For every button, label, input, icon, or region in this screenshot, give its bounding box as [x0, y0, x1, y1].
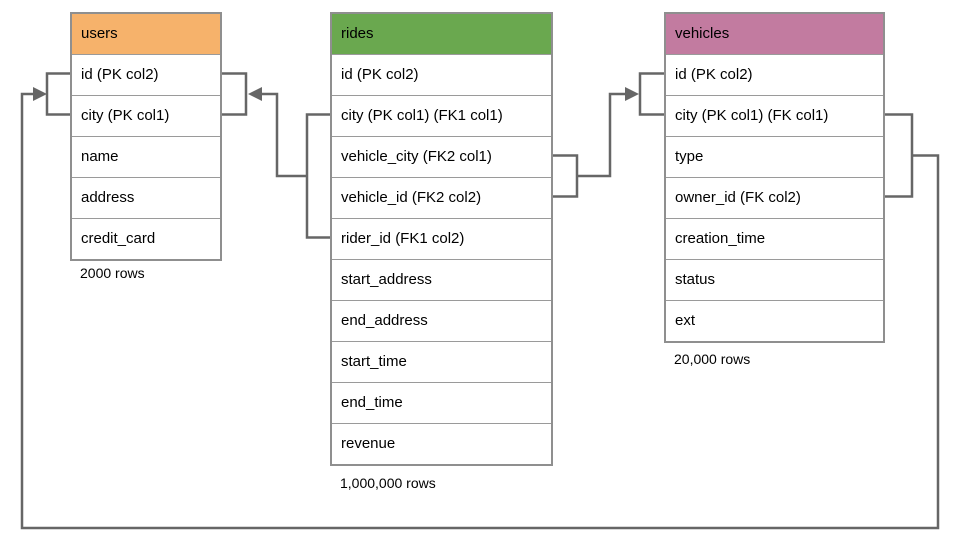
vehicles-users-wire: [20, 92, 940, 530]
table-rides-column-id: id (PK col2): [332, 54, 551, 95]
relationship-rides-users: [220, 72, 330, 239]
vehicles-right-bracket: [885, 113, 914, 198]
users-right-bracket: [220, 72, 248, 116]
table-rides-column-vehicle-city: vehicle_city (FK2 col1): [332, 136, 551, 177]
table-vehicles-rowcount: 20,000 rows: [674, 351, 751, 367]
vehicles-users-arrowhead: [33, 87, 47, 101]
rides-users-arrowhead: [248, 87, 262, 101]
table-vehicles-column-id: id (PK col2): [666, 54, 883, 95]
table-users-header: users: [72, 14, 220, 54]
table-rides-column-start-time: start_time: [332, 341, 551, 382]
table-rides-header: rides: [332, 14, 551, 54]
relationship-rides-vehicles: [553, 72, 664, 198]
table-rides-rowcount: 1,000,000 rows: [340, 475, 436, 491]
table-vehicles-column-status: status: [666, 259, 883, 300]
table-vehicles-column-ext: ext: [666, 300, 883, 341]
relationship-vehicles-users: [20, 72, 940, 530]
table-users-rowcount: 2000 rows: [80, 265, 145, 281]
rides-users-wire: [261, 92, 307, 178]
table-rides-column-revenue: revenue: [332, 423, 551, 464]
vehicles-left-bracket: [638, 72, 664, 116]
table-rides-column-rider-id: rider_id (FK1 col2): [332, 218, 551, 259]
table-users-column-address: address: [72, 177, 220, 218]
table-rides-column-end-time: end_time: [332, 382, 551, 423]
users-left-bracket: [45, 72, 70, 116]
table-vehicles-column-creation-time: creation_time: [666, 218, 883, 259]
table-rides-column-city: city (PK col1) (FK1 col1): [332, 95, 551, 136]
table-rides: rides id (PK col2) city (PK col1) (FK1 c…: [330, 12, 553, 466]
table-users-column-id: id (PK col2): [72, 54, 220, 95]
table-vehicles-header: vehicles: [666, 14, 883, 54]
table-users-column-credit-card: credit_card: [72, 218, 220, 259]
table-rides-column-end-address: end_address: [332, 300, 551, 341]
rides-left-bracket: [305, 113, 330, 239]
rides-vehicles-arrowhead: [625, 87, 639, 101]
table-users-column-city: city (PK col1): [72, 95, 220, 136]
table-vehicles-column-owner-id: owner_id (FK col2): [666, 177, 883, 218]
rides-vehicles-wire: [577, 92, 626, 178]
table-users-column-name: name: [72, 136, 220, 177]
table-vehicles-column-type: type: [666, 136, 883, 177]
table-vehicles-column-city: city (PK col1) (FK col1): [666, 95, 883, 136]
table-rides-column-start-address: start_address: [332, 259, 551, 300]
table-users: users id (PK col2) city (PK col1) name a…: [70, 12, 222, 261]
rides-right-bracket: [553, 154, 579, 198]
table-rides-column-vehicle-id: vehicle_id (FK2 col2): [332, 177, 551, 218]
table-vehicles: vehicles id (PK col2) city (PK col1) (FK…: [664, 12, 885, 343]
